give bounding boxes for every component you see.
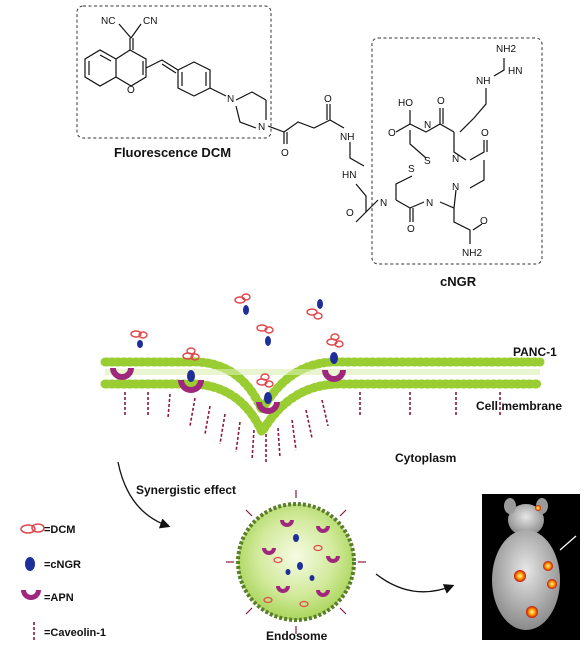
legend: =DCM =cNGR =APN =Caveolin-1 <box>20 523 106 640</box>
atom-n-r3: N <box>452 182 459 193</box>
probe <box>182 347 200 361</box>
apn-icon <box>20 590 41 601</box>
apn-icon <box>110 368 134 380</box>
panc-label: PANC-1 <box>513 345 557 359</box>
legend-item-cngr: =cNGR <box>25 557 81 571</box>
legend-label-apn: =APN <box>44 592 74 604</box>
probe <box>326 333 344 348</box>
cngr-label: cNGR <box>440 274 477 289</box>
fluorescence-spot <box>547 579 557 589</box>
atom-cn: CN <box>143 16 157 27</box>
atom-n-r4: N <box>426 198 433 209</box>
cngr-icon <box>187 370 195 382</box>
imaging-arrow <box>375 573 455 594</box>
cngr-icon <box>330 352 338 364</box>
legend-item-caveolin: =Caveolin-1 <box>33 622 106 640</box>
probe <box>256 373 274 388</box>
apn-icon <box>256 402 280 414</box>
legend-label-cngr: =cNGR <box>44 559 81 571</box>
atom-n-r1: N <box>424 120 431 131</box>
chemical-structure: NC CN O N N O O <box>76 5 543 289</box>
cngr-icon <box>25 557 35 571</box>
atom-o-r4: O <box>480 216 488 227</box>
endosome-caveolin <box>226 490 366 634</box>
dcm-icon <box>20 523 45 534</box>
atom-nh2-bottom: NH2 <box>462 248 482 259</box>
endosome-label: Endosome <box>266 629 328 643</box>
atom-nh-gu: NH <box>476 76 490 87</box>
caveolin-group <box>124 392 501 464</box>
receptor-complexes <box>110 352 346 414</box>
legend-label-caveolin: =Caveolin-1 <box>44 627 106 639</box>
endocytosis-arrow <box>117 461 171 529</box>
endosome: Endosome <box>226 490 366 643</box>
probe <box>234 293 251 315</box>
atom-s2: S <box>424 156 431 167</box>
probe <box>256 324 274 346</box>
dcm-label: Fluorescence DCM <box>114 145 231 160</box>
cytoplasm-label: Cytoplasm <box>395 451 456 465</box>
legend-item-apn: =APN <box>20 590 74 604</box>
probe <box>130 330 148 348</box>
free-probes <box>130 293 344 388</box>
linker-chain: O O NH HN <box>267 94 367 212</box>
apn-icon <box>322 370 346 382</box>
fluorescence-spot <box>514 570 526 582</box>
atom-o-amide2: O <box>324 94 332 105</box>
endosome-cargo <box>262 520 340 608</box>
synergy-label: Synergistic effect <box>136 483 236 497</box>
atom-n-r5: N <box>380 198 387 209</box>
legend-item-dcm: =DCM <box>20 523 75 536</box>
atom-o-acid: O <box>388 128 396 139</box>
apn-icon <box>178 380 204 393</box>
dcm-box <box>76 5 272 139</box>
membrane-label: Cell membrane <box>476 399 562 413</box>
cngr-icon <box>264 392 272 404</box>
fluorescence-spot <box>543 561 553 571</box>
mouse-image <box>482 494 580 640</box>
atom-oh: HO <box>398 98 413 109</box>
atom-nh-2: HN <box>342 170 356 181</box>
fluorescence-spot <box>526 606 538 618</box>
probe <box>306 299 323 320</box>
atom-s1: S <box>408 164 415 175</box>
atom-hn-gu: HN <box>508 66 522 77</box>
atom-o-r3: O <box>407 224 415 235</box>
cngr-molecule: HO O N O N O N N N O O NH2 O S S <box>346 44 522 259</box>
dcm-molecule: NC CN O N N <box>84 16 267 133</box>
atom-nc: NC <box>101 16 115 27</box>
atom-n-r2: N <box>452 154 459 165</box>
legend-label-dcm: =DCM <box>44 524 75 536</box>
atom-n-pip-a: N <box>227 94 234 105</box>
atom-o-r2: O <box>481 128 489 139</box>
atom-nh2-top: NH2 <box>496 44 516 55</box>
atom-o-r1: O <box>437 96 445 107</box>
atom-nh-1: NH <box>340 132 354 143</box>
atom-o-amide1: O <box>281 148 289 159</box>
atom-o-chromene: O <box>127 85 135 96</box>
atom-n-pip-b: N <box>258 122 265 133</box>
cngr-box <box>371 37 543 265</box>
atom-o-r5: O <box>346 208 354 219</box>
